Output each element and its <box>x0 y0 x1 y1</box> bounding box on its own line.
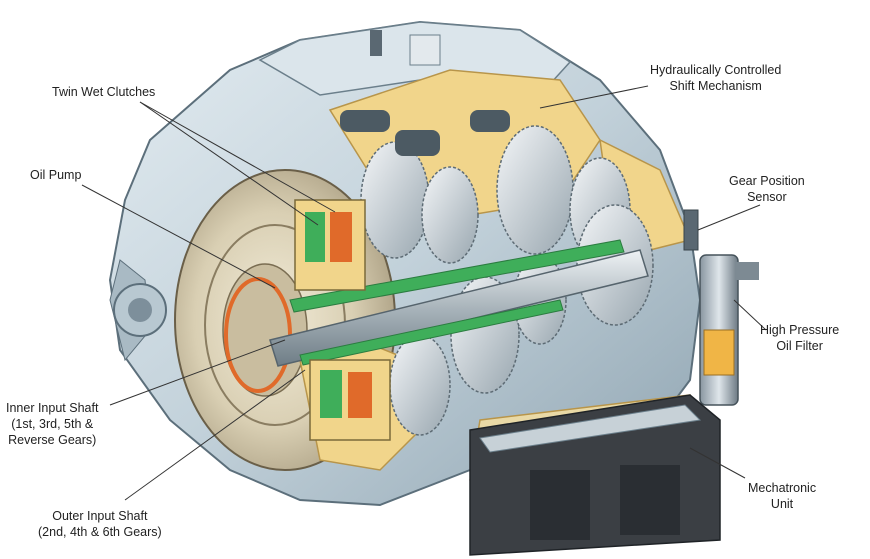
leader-inner-shaft <box>109 339 286 406</box>
shift-mechanism-parts <box>340 30 510 156</box>
oil-filter-part <box>699 254 759 406</box>
label-high-pressure-oil-filter: High Pressure Oil Filter <box>760 323 840 353</box>
leader-hydraulic-shift <box>539 85 649 109</box>
label-inner-input-shaft: Inner Input Shaft (1st, 3rd, 5th & Rever… <box>6 401 99 447</box>
twin-clutch-packs <box>294 199 391 441</box>
leader-outer-shaft <box>124 369 306 501</box>
input-shafts <box>269 239 649 367</box>
label-gear-position-sensor: Gear Position Sensor <box>729 174 805 204</box>
label-mechatronic-unit: Mechatronic Unit <box>748 481 817 511</box>
label-hydraulic-shift-mechanism: Hydraulically Controlled Shift Mechanism <box>650 63 782 93</box>
leader-oil-filter <box>733 299 767 331</box>
gear-position-sensor-part <box>683 209 699 251</box>
leader-twin-clutch-b <box>139 101 336 213</box>
leader-twin-clutch-a <box>139 101 319 226</box>
leader-gear-sensor <box>697 204 761 231</box>
leader-mechatronic <box>689 447 746 479</box>
upper-gear-set <box>360 125 654 326</box>
leader-lines <box>81 85 767 501</box>
label-twin-wet-clutches: Twin Wet Clutches <box>52 85 156 99</box>
leader-oil-pump <box>81 184 276 289</box>
label-oil-pump: Oil Pump <box>30 168 82 182</box>
mechatronic-unit-part <box>469 394 721 556</box>
label-outer-input-shaft: Outer Input Shaft (2nd, 4th & 6th Gears) <box>38 509 162 539</box>
